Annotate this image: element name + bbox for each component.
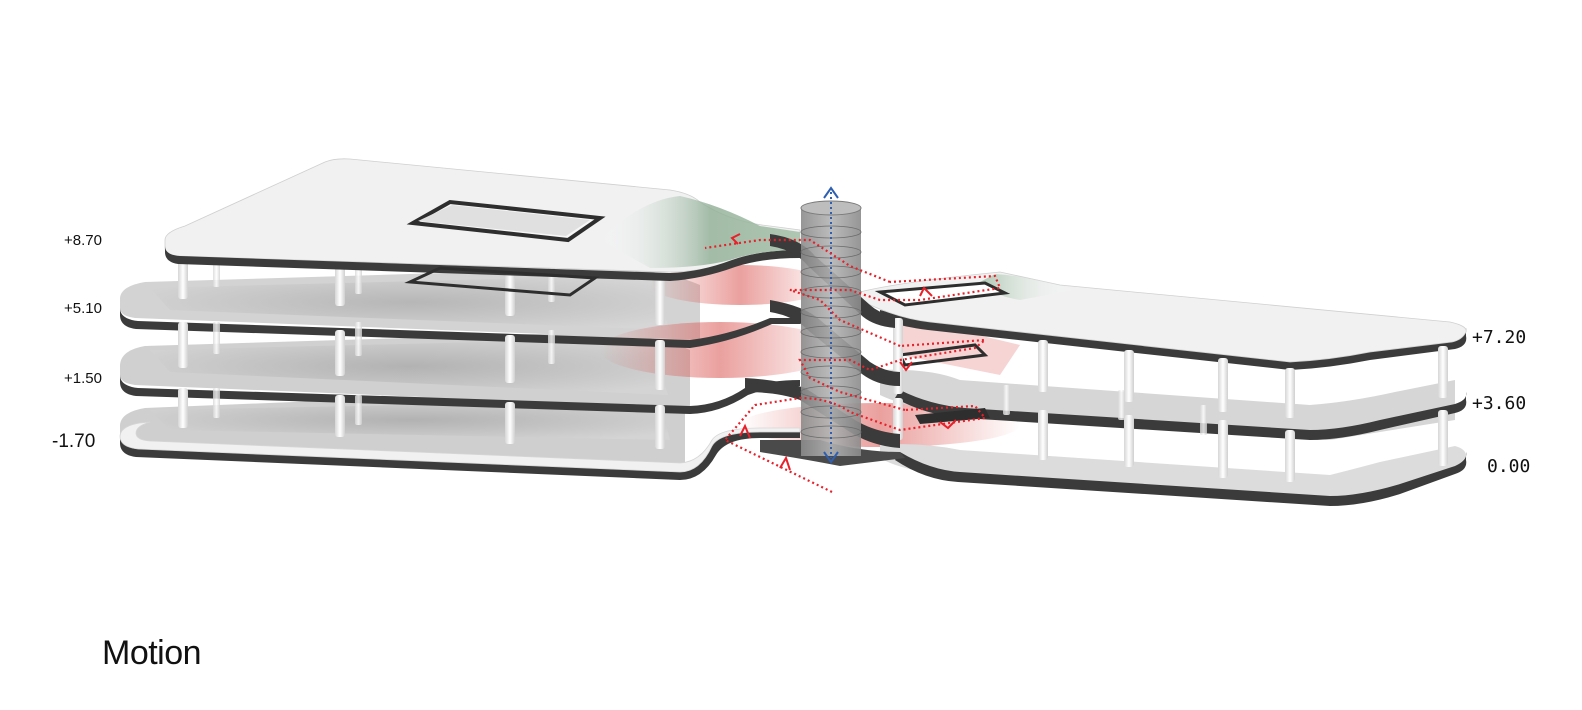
vertical-circulation-axis bbox=[823, 186, 839, 464]
path-direction-arrows bbox=[730, 233, 957, 471]
level-label-left-third: +1.50 bbox=[64, 370, 102, 387]
level-label-right-top: +7.20 bbox=[1472, 327, 1527, 348]
right-floor-plate-1 bbox=[880, 369, 1455, 440]
right-floor-plate-ground bbox=[880, 444, 1467, 500]
left-slab-edges bbox=[120, 308, 800, 480]
circulation-path bbox=[704, 238, 1002, 493]
right-floor-opening bbox=[897, 343, 989, 367]
green-ramp-roof-left bbox=[600, 196, 800, 268]
left-slab-tops bbox=[119, 421, 801, 473]
right-ground-opening bbox=[915, 408, 990, 424]
level-label-right-middle: +3.60 bbox=[1472, 393, 1527, 414]
level-label-left-top: +8.70 bbox=[64, 232, 102, 249]
right-columns bbox=[893, 318, 1448, 482]
left-columns bbox=[178, 215, 665, 449]
left-floor-plate-1 bbox=[120, 332, 690, 408]
level-label-left-bottom: -1.70 bbox=[52, 431, 96, 452]
level-label-left-second: +5.10 bbox=[64, 300, 102, 317]
diagram-caption: Motion bbox=[102, 634, 202, 672]
right-slab-edges bbox=[880, 310, 1467, 506]
floor-atrium-opening bbox=[404, 266, 600, 297]
right-roof-opening bbox=[874, 281, 1011, 307]
level-label-right-bottom: 0.00 bbox=[1487, 456, 1531, 477]
